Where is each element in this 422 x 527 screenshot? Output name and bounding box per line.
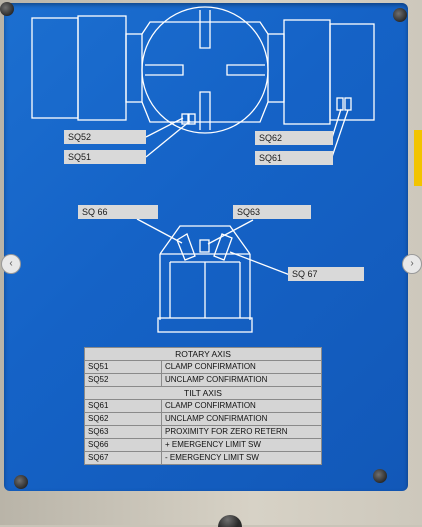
rotary-table-drawing [31, 6, 375, 134]
description-cell: UNCLAMP CONFIRMATION [161, 373, 322, 387]
description-cell: CLAMP CONFIRMATION [161, 360, 322, 374]
description-cell: UNCLAMP CONFIRMATION [161, 412, 322, 426]
sq63-sensor [199, 239, 210, 253]
code-cell: SQ63 [84, 425, 162, 439]
table-row: SQ66 + EMERGENCY LIMIT SW [84, 438, 322, 452]
label-sq67: SQ 67 [288, 267, 364, 281]
bolt-top-left [0, 2, 14, 16]
prev-button[interactable]: ‹ [1, 254, 21, 274]
table-header-row: TILT AXIS [84, 386, 322, 400]
tilt-axis-header: TILT AXIS [84, 386, 322, 400]
table-row: SQ63 PROXIMITY FOR ZERO RETERN [84, 425, 322, 439]
code-cell: SQ52 [84, 373, 162, 387]
table-row: SQ67 - EMERGENCY LIMIT SW [84, 451, 322, 465]
code-cell: SQ61 [84, 399, 162, 413]
sensor-legend-table: ROTARY AXIS SQ51 CLAMP CONFIRMATION SQ52… [84, 347, 322, 465]
rotary-axis-header: ROTARY AXIS [84, 347, 322, 361]
label-sq61: SQ61 [255, 151, 333, 165]
sq61-sensor [344, 97, 352, 111]
code-cell: SQ51 [84, 360, 162, 374]
table-header-row: ROTARY AXIS [84, 347, 322, 361]
chevron-right-icon: › [410, 258, 414, 269]
label-sq52: SQ52 [64, 130, 146, 144]
table-row: SQ51 CLAMP CONFIRMATION [84, 360, 322, 374]
code-cell: SQ67 [84, 451, 162, 465]
bolt-bottom-left [14, 475, 28, 489]
bolt-bottom-right [373, 469, 387, 483]
description-cell: CLAMP CONFIRMATION [161, 399, 322, 413]
sq52-sensor [188, 113, 196, 125]
label-sq51: SQ51 [64, 150, 146, 164]
table-row: SQ62 UNCLAMP CONFIRMATION [84, 412, 322, 426]
sq66-sensor [176, 233, 196, 261]
code-cell: SQ62 [84, 412, 162, 426]
warning-sticker [414, 130, 422, 186]
code-cell: SQ66 [84, 438, 162, 452]
label-sq63: SQ63 [233, 205, 311, 219]
description-cell: - EMERGENCY LIMIT SW [161, 451, 322, 465]
sq62-sensor [336, 97, 344, 111]
chevron-left-icon: ‹ [9, 258, 13, 269]
description-cell: PROXIMITY FOR ZERO RETERN [161, 425, 322, 439]
label-sq66: SQ 66 [78, 205, 158, 219]
tilt-axis-drawing [136, 218, 291, 333]
bolt-bottom-center [218, 515, 242, 527]
table-row: SQ61 CLAMP CONFIRMATION [84, 399, 322, 413]
table-row: SQ52 UNCLAMP CONFIRMATION [84, 373, 322, 387]
next-button[interactable]: › [402, 254, 422, 274]
bolt-top-right [393, 8, 407, 22]
description-cell: + EMERGENCY LIMIT SW [161, 438, 322, 452]
label-sq62: SQ62 [255, 131, 333, 145]
sq67-sensor [213, 233, 233, 261]
